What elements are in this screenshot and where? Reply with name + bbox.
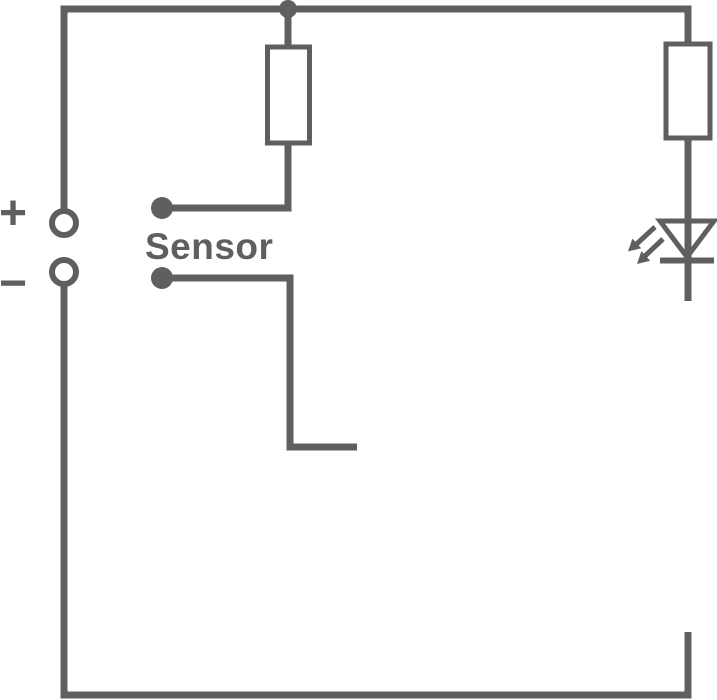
led-emission-arrow-2: [637, 237, 665, 264]
terminal-positive[interactable]: +: [0, 187, 79, 240]
negative-terminal-label: −: [0, 257, 27, 310]
terminal-negative-circle[interactable]: [49, 257, 79, 287]
resistor-top[interactable]: [265, 44, 312, 146]
positive-terminal-label: +: [0, 187, 27, 240]
resistor-top-body[interactable]: [265, 44, 312, 146]
resistor-right[interactable]: [663, 41, 713, 141]
terminal-negative[interactable]: −: [0, 257, 79, 310]
wire-resistor-to-sensor: [162, 143, 292, 212]
led-triangle[interactable]: [655, 218, 717, 262]
led[interactable]: [628, 218, 717, 264]
sensor-pin-top[interactable]: [151, 197, 173, 219]
wire-sensor-open-stub: [162, 274, 357, 451]
terminal-positive-circle[interactable]: [49, 208, 79, 238]
wire-top-rail: [60, 5, 692, 209]
wire-bottom-rail: [60, 285, 692, 699]
resistor-right-body[interactable]: [663, 41, 713, 141]
sensor-label: Sensor: [145, 226, 273, 267]
led-emission-arrow-1: [628, 225, 657, 252]
